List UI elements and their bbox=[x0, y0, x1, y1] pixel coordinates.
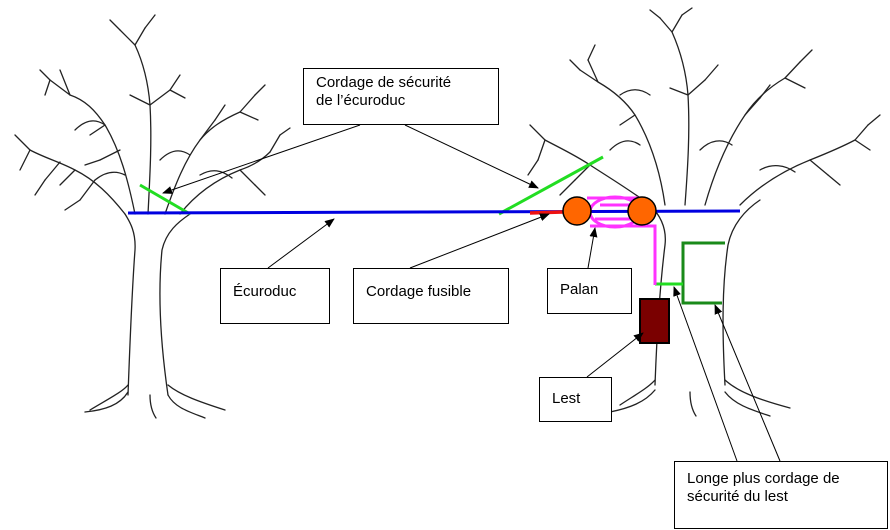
callout-arrows bbox=[162, 124, 781, 462]
fuse-rope bbox=[529, 210, 564, 215]
label-ballast-sling-line1: Longe plus cordage de bbox=[687, 470, 840, 487]
label-ecuroduc: Écuroduc bbox=[233, 283, 297, 300]
ballast-block bbox=[639, 298, 670, 344]
label-hoist: Palan bbox=[560, 281, 599, 298]
label-safety-rope-line2: de l’écuroduc bbox=[316, 92, 406, 109]
label-safety-rope-line1: Cordage de sécurité bbox=[316, 74, 452, 91]
right-tree bbox=[527, 7, 881, 417]
label-box-ballast-sling: Longe plus cordage de sécurité du lest bbox=[674, 461, 888, 529]
safety-rope-left bbox=[139, 183, 191, 216]
label-ballast: Lest bbox=[552, 390, 581, 407]
label-box-ballast: Lest bbox=[539, 377, 612, 422]
label-box-ecuroduc: Écuroduc bbox=[220, 268, 330, 324]
label-box-fuse-rope: Cordage fusible bbox=[353, 268, 509, 324]
safety-rope-right bbox=[498, 155, 604, 216]
label-fuse-rope: Cordage fusible bbox=[366, 283, 472, 300]
label-ballast-sling-line2: sécurité du lest bbox=[687, 488, 788, 505]
pulley-left bbox=[562, 196, 592, 226]
label-box-hoist: Palan bbox=[547, 268, 632, 314]
pulley-right bbox=[627, 196, 657, 226]
left-tree bbox=[14, 14, 291, 419]
label-box-safety-rope: Cordage de sécurité de l’écuroduc bbox=[303, 68, 499, 125]
ballast-sling bbox=[681, 241, 725, 305]
